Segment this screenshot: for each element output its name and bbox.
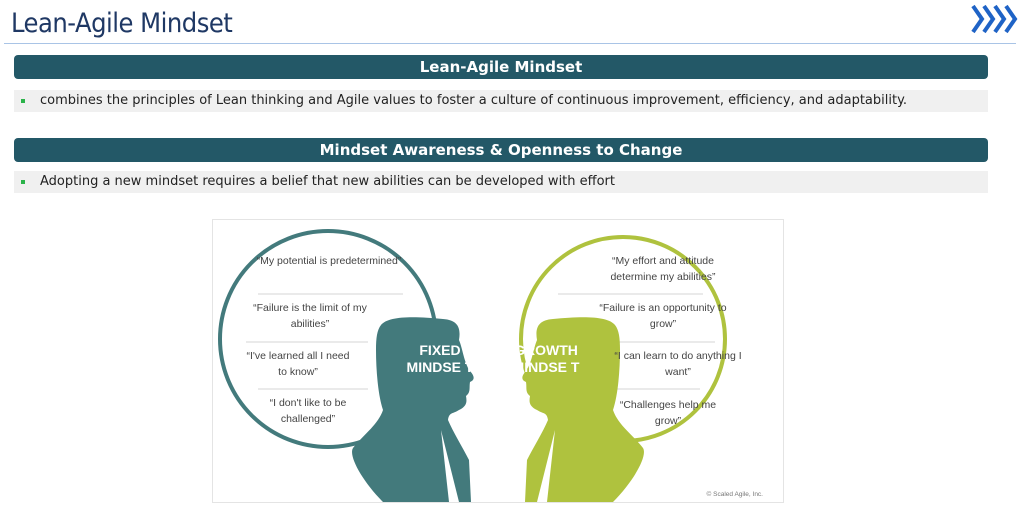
section-heading-mindset-awareness: Mindset Awareness & Openness to Change bbox=[14, 138, 988, 162]
fixed-quote: “I've learned all I need to know” bbox=[246, 350, 350, 378]
bullet-text: Adopting a new mindset requires a belief… bbox=[40, 174, 615, 189]
growth-head-silhouette bbox=[522, 317, 644, 502]
bullet-icon bbox=[21, 99, 25, 103]
copyright-text: © Scaled Agile, Inc. bbox=[706, 491, 763, 498]
fixed-quote: “My potential is predetermined” bbox=[256, 255, 402, 267]
fixed-quote: “I don't like to be challenged” bbox=[269, 397, 347, 425]
bullet-text: combines the principles of Lean thinking… bbox=[40, 93, 908, 108]
mindset-figure: “My potential is predetermined” “Failure… bbox=[212, 219, 784, 503]
growth-quote: “Challenges help me grow” bbox=[619, 399, 717, 427]
fixed-quote: “Failure is the limit of my abilities” bbox=[253, 302, 367, 330]
title-divider bbox=[4, 43, 1016, 44]
growth-quote: “My effort and attitude determine my abi… bbox=[610, 255, 716, 283]
bullet-item: combines the principles of Lean thinking… bbox=[14, 90, 988, 112]
section-heading-lean-agile: Lean-Agile Mindset bbox=[14, 55, 988, 79]
page-title: Lean-Agile Mindset bbox=[11, 8, 233, 39]
growth-quote: “I can learn to do anything I want” bbox=[614, 350, 742, 378]
chevrons-icon bbox=[971, 4, 1018, 34]
fixed-head-silhouette bbox=[352, 317, 474, 502]
growth-quote: “Failure is an opportunity to grow” bbox=[599, 302, 727, 330]
bullet-item: Adopting a new mindset requires a belief… bbox=[14, 171, 988, 193]
bullet-icon bbox=[21, 180, 25, 184]
